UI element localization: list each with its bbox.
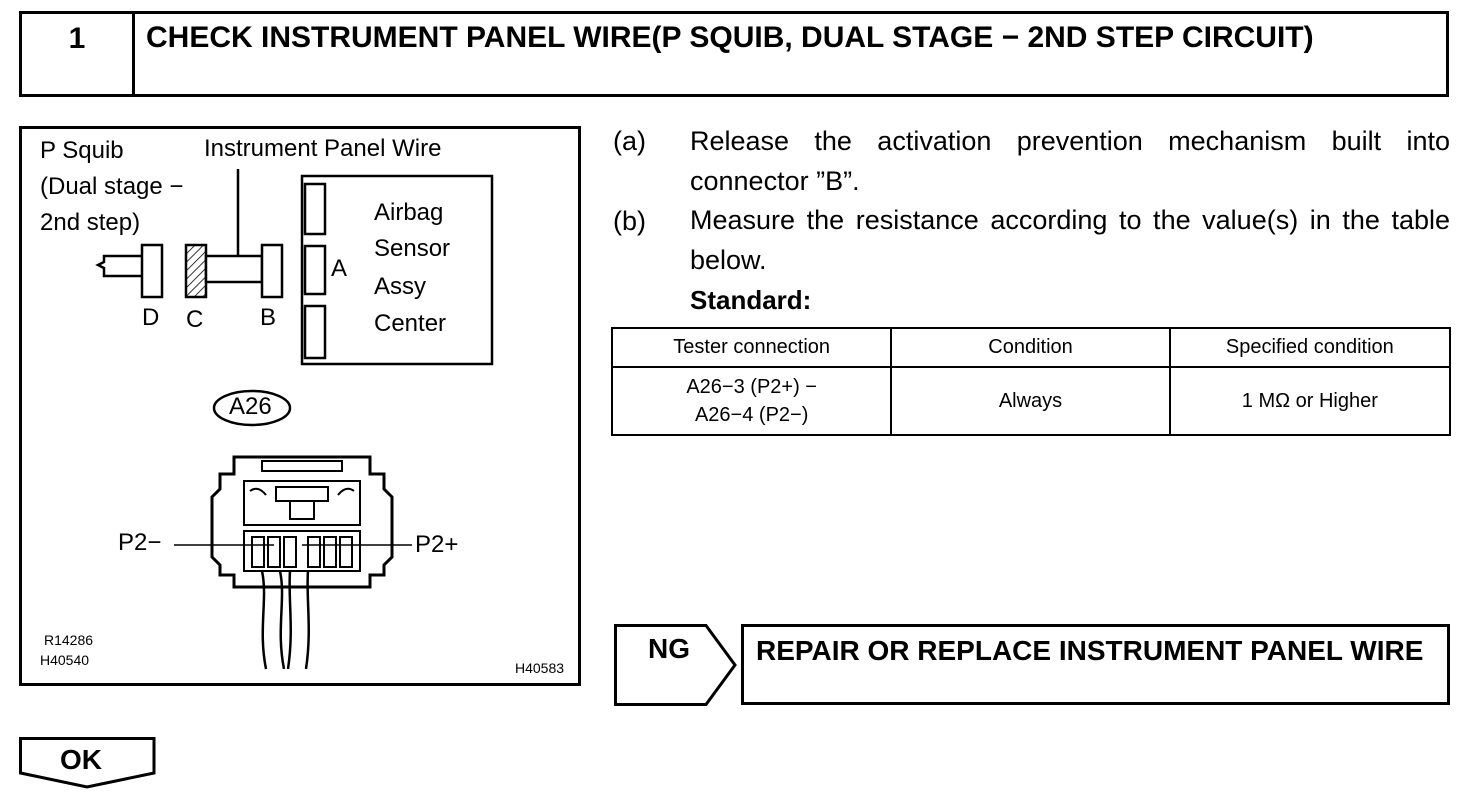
table-cell-condition: Always <box>890 366 1171 436</box>
label-assy: Assy <box>374 273 427 300</box>
label-airbag: Airbag <box>374 199 444 226</box>
label-conn-a: A <box>331 255 348 282</box>
connector-d <box>140 243 164 299</box>
label-p-squib: P Squib <box>40 137 124 164</box>
table-cell-connection: A26−3 (P2+) − A26−4 (P2−) <box>610 366 893 436</box>
connector-b <box>260 243 284 299</box>
ng-result-box: REPAIR OR REPLACE INSTRUMENT PANEL WIRE <box>741 624 1450 705</box>
table-header-row: Tester connection Condition Specified co… <box>610 327 1452 368</box>
squib-plug-outline <box>95 254 122 278</box>
label-center: Center <box>374 310 447 337</box>
connector-a26-drawing <box>174 455 412 670</box>
ng-label: NG <box>648 633 690 664</box>
label-conn-d: D <box>142 304 160 331</box>
step-title: CHECK INSTRUMENT PANEL WIRE(P SQUIB, DUA… <box>146 21 1314 54</box>
label-connector-id: A26 <box>229 393 272 420</box>
label-2nd-step: 2nd step) <box>40 209 141 236</box>
table-header-cell: Tester connection <box>610 327 893 368</box>
label-pin-p2-minus: P2− <box>118 529 162 556</box>
label-conn-c: C <box>186 306 204 333</box>
step-number: 1 <box>68 22 86 55</box>
step-number-cell: 1 <box>22 14 135 94</box>
instruction-b-letter: (b) <box>613 206 646 236</box>
connection-line-1: A26−3 (P2+) − <box>686 376 817 398</box>
label-pin-p2-plus: P2+ <box>415 531 459 558</box>
spec-table: Tester connection Condition Specified co… <box>610 327 1452 436</box>
connection-line-2: A26−4 (P2−) <box>694 404 809 426</box>
table-cell-specified: 1 MΩ or Higher <box>1168 366 1452 436</box>
figure-code-r14286: R14286 <box>44 632 94 648</box>
wiring-figure: P Squib (Dual stage − 2nd step) Instrume… <box>19 126 581 686</box>
step-header: 1 CHECK INSTRUMENT PANEL WIRE(P SQUIB, D… <box>19 11 1449 97</box>
connector-diagram <box>95 169 494 670</box>
instruction-a-text: Release the activation prevention mechan… <box>690 126 1450 196</box>
connector-a <box>303 244 327 296</box>
table-header-cell: Condition <box>890 327 1171 368</box>
airbag-sensor-box <box>300 174 494 366</box>
figure-code-h40540: H40540 <box>40 652 90 668</box>
ng-action-text: REPAIR OR REPLACE INSTRUMENT PANEL WIRE <box>756 635 1424 666</box>
ok-arrow-box <box>19 737 156 789</box>
standard-label: Standard: <box>690 285 812 315</box>
label-instrument-panel-wire: Instrument Panel Wire <box>204 135 442 162</box>
instruction-a-letter: (a) <box>613 126 646 156</box>
table-header-cell: Specified condition <box>1168 327 1452 368</box>
label-sensor: Sensor <box>374 235 451 262</box>
label-conn-b: B <box>260 304 277 331</box>
label-dual-stage: (Dual stage − <box>40 173 184 200</box>
ng-arrow-box <box>614 624 737 706</box>
ok-label: OK <box>60 744 102 775</box>
figure-code-h40583: H40583 <box>515 660 565 676</box>
table-row: A26−3 (P2+) − A26−4 (P2−) Always 1 MΩ or… <box>610 366 1452 436</box>
connector-id-ellipse <box>212 389 292 427</box>
instruction-b-text: Measure the resistance according to the … <box>690 205 1450 275</box>
connector-c <box>184 243 208 299</box>
